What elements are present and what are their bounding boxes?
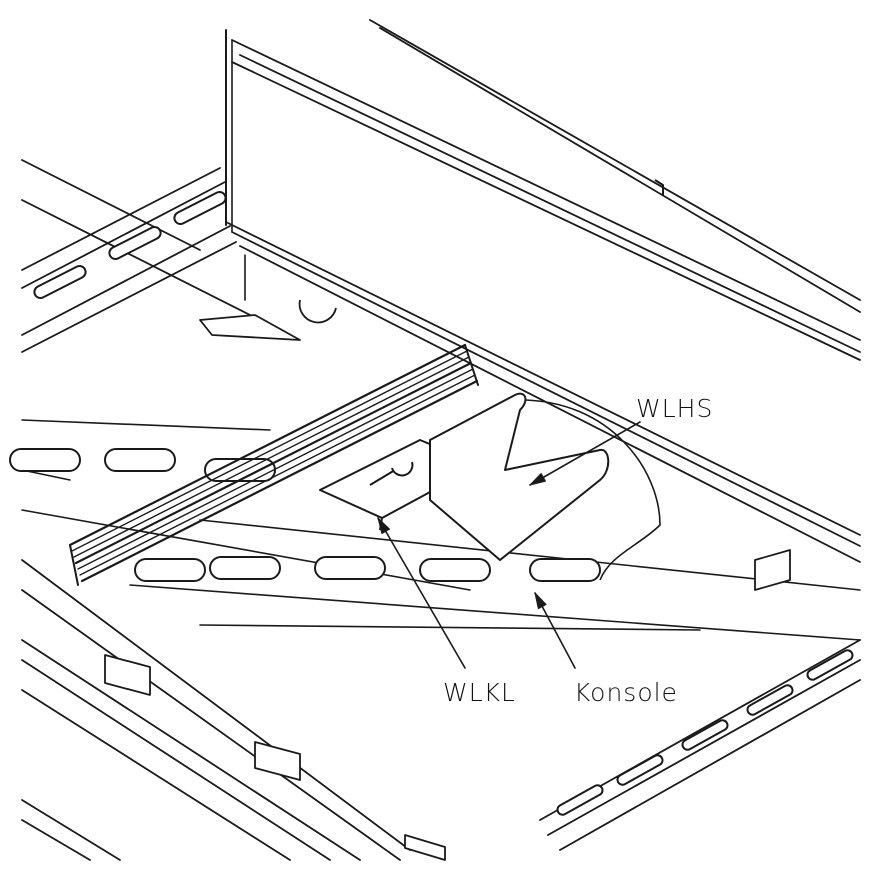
label-wlhs: WLHS <box>636 394 714 423</box>
konsole-edge <box>199 519 861 591</box>
slot-hole <box>9 448 81 472</box>
channel-edge <box>231 61 861 361</box>
cross-rail-edge <box>74 361 473 565</box>
slot-hole <box>806 649 854 681</box>
rail-edge <box>547 659 861 836</box>
tray-window <box>254 741 301 781</box>
cross-rail-edge <box>80 379 479 583</box>
tray-edge <box>21 559 411 851</box>
tray-edge <box>21 589 401 861</box>
rail-edge <box>21 167 221 271</box>
cross-rail-end <box>69 544 79 586</box>
slot-hole <box>746 684 794 716</box>
channel-edge <box>239 54 861 353</box>
slot-hole <box>419 558 491 582</box>
tray-edge <box>21 799 121 861</box>
rail-edge <box>21 181 226 289</box>
channel-edge <box>239 245 861 563</box>
slot-hole <box>529 558 601 582</box>
tray-edge <box>21 659 331 861</box>
channel-edge <box>231 231 861 547</box>
channel-edge <box>379 27 861 313</box>
lower-cable-tray <box>21 559 446 861</box>
slot-hole <box>616 754 664 786</box>
cross-rail-edge <box>79 374 476 576</box>
arrow-wlkl-head <box>377 517 391 535</box>
cross-rail-edge <box>68 343 467 547</box>
slot-hole <box>108 226 162 260</box>
konsole-edge <box>21 509 471 591</box>
konsole-plate <box>9 399 861 641</box>
arrow-wlkl <box>377 517 466 669</box>
slot-hole <box>681 719 729 751</box>
rail-edge <box>21 199 261 321</box>
left-slotted-rail <box>21 159 261 353</box>
rail-edge <box>21 159 201 251</box>
tray-window <box>104 654 151 696</box>
label-konsole: Konsole <box>574 678 678 707</box>
slot-hole <box>209 556 281 580</box>
slot-hole <box>556 784 604 816</box>
channel-edge <box>369 19 861 301</box>
wlkl-keyhole <box>391 461 414 477</box>
channel-edge <box>231 39 861 341</box>
slot-hole <box>173 191 227 225</box>
slot-hole <box>134 558 206 582</box>
channel-clip <box>654 179 664 195</box>
channel-hole <box>298 299 337 324</box>
arrow-wlhs-head <box>529 473 547 486</box>
crossing-rail <box>68 314 479 586</box>
label-wlkl: WLKL <box>443 678 516 707</box>
konsole-edge <box>129 584 861 641</box>
wlhs-clip <box>429 392 610 561</box>
konsole-edge <box>199 624 701 631</box>
rail-edge <box>559 679 861 851</box>
right-slotted-rail <box>539 549 861 851</box>
tray-edge <box>21 819 91 861</box>
arrow-wlhs <box>529 421 641 486</box>
leader-arrows <box>377 421 641 669</box>
bracket-flange <box>199 314 301 341</box>
konsole-cutout <box>519 399 661 581</box>
slot-hole <box>104 448 176 472</box>
cross-rail-edge <box>77 368 474 570</box>
channel-edge <box>225 221 861 536</box>
wlkl-keyhole-slot <box>369 469 396 486</box>
rail-edge <box>21 241 237 353</box>
slot-hole <box>314 556 386 580</box>
wlhs-wlkl-clips <box>319 392 610 561</box>
slot-hole <box>33 265 87 299</box>
tray-edge <box>21 689 291 861</box>
rail-edge <box>21 225 231 336</box>
cross-rail-edge <box>71 350 468 552</box>
cross-rail-end <box>464 344 479 386</box>
arrow-konsole-head <box>534 592 547 610</box>
rail-window <box>754 549 791 591</box>
tray-window <box>404 834 446 861</box>
upper-cable-channel <box>225 19 861 563</box>
konsole-edge <box>21 419 271 431</box>
tray-edge <box>21 639 361 861</box>
cross-rail-edge <box>73 356 470 558</box>
